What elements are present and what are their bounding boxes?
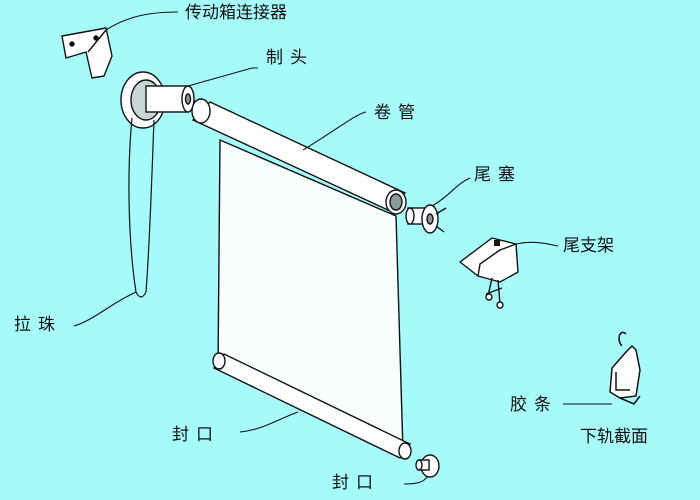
label-connector: 传动箱连接器 (185, 3, 287, 23)
label-bottom-rail-section: 下轨截面 (580, 427, 648, 447)
label-end-bracket: 尾支架 (563, 236, 614, 256)
label-roller-tube: 卷管 (374, 103, 422, 123)
label-bead-chain: 拉珠 (14, 315, 62, 335)
bottom-rail (212, 352, 412, 460)
roller-tube (191, 98, 407, 215)
label-bottom-cap: 封口 (172, 425, 220, 445)
label-end-plug: 尾塞 (474, 165, 522, 185)
label-rubber-strip: 胶条 (510, 395, 558, 415)
end-plug (405, 204, 447, 234)
bead-chain (128, 117, 155, 298)
label-end-cap: 封口 (332, 473, 380, 493)
end-cap (415, 454, 440, 478)
connector-bracket (61, 27, 113, 79)
control-head (120, 71, 195, 129)
end-bracket (459, 237, 519, 309)
label-control-head: 制头 (266, 48, 314, 68)
rail-cross-section (609, 331, 641, 405)
leader-lines (73, 11, 612, 485)
